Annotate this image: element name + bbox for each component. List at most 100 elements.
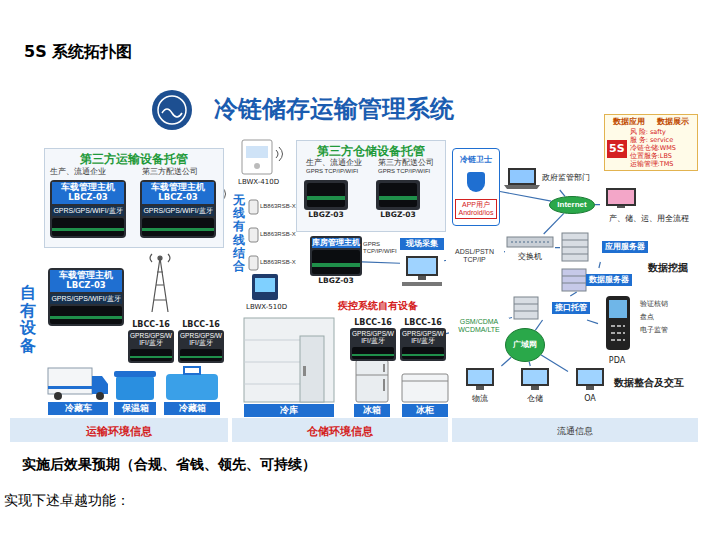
text-label: LBWX-510D [246,303,287,311]
client-computers [576,368,604,386]
text-label: GPRS TCP/IP/WIFI [363,241,399,255]
device-body: GPRS/GPS/WIFI/蓝牙 [178,330,224,363]
sensor-device: LBCC-16GPRS/GPS/WIFI/蓝牙 [350,318,396,361]
panel-header: 数据应用数据展示 [607,117,695,127]
wall-monitor [242,140,272,174]
client-computers [523,370,547,384]
warehouse-host-device: 库房管理主机LBGZ-03 [310,236,362,286]
device-name: 车载管理主机 [144,183,212,193]
model-number: LBCC-16 [128,320,174,330]
text-label: GPRS TCP/IP/WIFI [378,168,430,175]
server-unit: 数据服务器 [560,268,632,292]
text-label: 验证核销 [640,300,668,308]
equipment-label: 物流 [458,394,502,404]
group-panel: 第三方仓储设备托管LBGZ-03LBGZ-03 [296,140,446,232]
text-label: 数据整合及交互 [614,377,684,389]
cold-room [244,340,300,384]
device-screen [52,218,124,236]
device-screen [180,349,222,361]
sensor-device: LBCC-16GPRS/GPS/WIFI/蓝牙 [178,320,224,363]
refrigerated-truck [92,376,108,394]
equipment-label: 仓储 [513,394,557,404]
insulated-box [114,371,156,400]
pda-device [606,296,630,350]
connector-line [541,355,568,371]
picture-caption-bar: 冷库 [244,404,334,417]
model-number: LBCC-16 [350,318,396,328]
connector-line [587,320,598,324]
equipment-icon: 交换机 [505,234,555,262]
module-line: 服 务: service [630,137,676,145]
group-heading: 第三方运输设备托管 [45,149,223,168]
device-body: GPRS/GPS/WIFI/蓝牙 [128,330,174,363]
laptop [504,185,540,189]
device-body [376,180,420,210]
refrigerated-truck [48,368,108,400]
refrigerated-truck [54,392,62,400]
equipment-icon: 物流 [458,366,502,404]
text-label: LB863RSB-X [260,259,296,266]
chest-freezer [402,374,448,402]
vehicle-host-device: 车载管理主机LBCZ-03GPRS/GPS/WIFI/蓝牙 [48,268,124,326]
workstation-computer [418,276,426,280]
model-number: LBCZ-03 [52,281,120,291]
panel-heading: 数据应用 [613,117,645,127]
comm-protocols: GPRS/GPS/WIFI/蓝牙 [402,330,444,345]
comm-protocols: GPRS/GPS/WIFI/蓝牙 [52,206,124,216]
display-monitor [617,206,625,208]
workstation: 现场采集 [400,238,444,290]
connector-line [599,262,600,268]
insulated-box [116,376,154,400]
text-label: 无线有线结合 [233,194,245,273]
antenna-tower [150,254,170,312]
picture-caption: 冷藏车 [48,402,108,415]
chest-freezer [402,374,448,402]
system-badge: 5S [607,140,627,158]
device-screen [130,349,172,361]
picture-caption: 冷库 [244,404,334,417]
display-terminal [255,278,275,292]
bottom-bands [452,418,698,442]
connector-line [501,357,511,366]
picture-caption-bar: 保温箱 [114,402,156,415]
server-unit: 接口托管 [512,296,590,320]
wireless-sensors [249,256,258,270]
refrigerator [383,379,385,391]
device-body: GPRS/GPS/WIFI/蓝牙 [350,328,396,361]
wall-monitor [246,146,268,158]
text-label: 第三方配送公司 [378,158,434,167]
workstation-computer [406,256,438,276]
text-label: 数据挖掘 [648,262,688,274]
antenna-tower [158,256,162,260]
comm-protocols: GPRS/GPS/WIFI/蓝牙 [352,330,394,345]
display-terminal [252,274,278,300]
client-computers [476,386,484,390]
server-label: 数据服务器 [586,274,632,286]
module-line: 位置服务:LBS [630,153,676,161]
ellipse-shape [550,197,595,214]
device-header: 车载管理主机LBCZ-03 [142,182,214,204]
refrigerator [356,360,388,402]
client-computers [521,368,549,386]
client-computers [466,368,494,386]
device-screen [379,183,417,207]
client-computers [586,386,594,390]
connector-line [595,204,600,205]
client-computers [531,386,539,390]
model-number: LBCC-16 [400,318,446,328]
wall-monitor [242,140,272,174]
wireless-signal [276,147,283,161]
antenna-tower [150,254,170,262]
network-switch [511,242,549,243]
device-screen [50,306,122,324]
device-body [304,180,348,210]
page-title: 5S 系统拓扑图 [24,42,132,63]
comm-protocols: GPRS/GPS/WIFI/蓝牙 [142,206,214,216]
network-switch [507,237,553,247]
workstation-computer [402,256,442,286]
wireless-sensors [249,200,258,270]
text-label: 自有设备 [20,284,36,354]
servers [562,269,586,291]
text-label: 仓储环境信息 [307,425,373,438]
text-label: LBWX-410D [238,178,279,186]
